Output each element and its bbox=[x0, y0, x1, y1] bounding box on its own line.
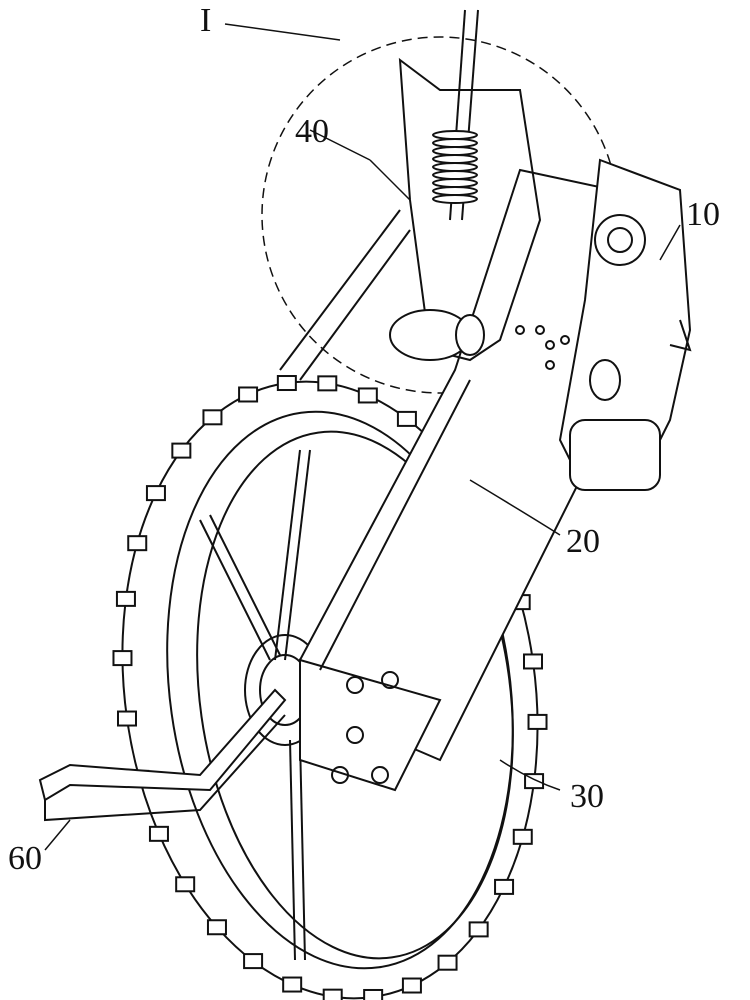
tread-lug bbox=[495, 880, 513, 894]
tread-lug bbox=[176, 877, 194, 891]
tread-lug bbox=[359, 388, 377, 402]
label-40: 40 bbox=[295, 115, 329, 149]
tread-lug bbox=[403, 979, 421, 993]
tread-lug bbox=[208, 920, 226, 934]
tread-lug bbox=[147, 486, 165, 500]
spring-coil bbox=[433, 139, 477, 147]
tread-lug bbox=[364, 990, 382, 1000]
tread-lug bbox=[470, 922, 488, 936]
label-detail-I: I bbox=[200, 4, 211, 38]
tread-lug bbox=[203, 410, 221, 424]
label-60: 60 bbox=[8, 842, 42, 876]
tread-lug bbox=[524, 654, 542, 668]
spring-coil bbox=[433, 131, 477, 139]
tread-lug bbox=[439, 956, 457, 970]
tread-lug bbox=[172, 444, 190, 458]
tread-lug bbox=[239, 387, 257, 401]
tread-lug bbox=[514, 830, 532, 844]
spring-coil bbox=[433, 187, 477, 195]
spring-coil bbox=[433, 179, 477, 187]
spring-coil bbox=[433, 163, 477, 171]
tread-lug bbox=[118, 712, 136, 726]
tread-lug bbox=[244, 954, 262, 968]
tread-lug bbox=[398, 412, 416, 426]
spring-coil bbox=[433, 147, 477, 155]
tread-lug bbox=[113, 651, 131, 665]
label-20: 20 bbox=[566, 525, 600, 559]
spring-coil bbox=[433, 171, 477, 179]
spring-coil bbox=[433, 195, 477, 203]
leader-I bbox=[225, 24, 340, 40]
tread-lug bbox=[278, 376, 296, 390]
spring-coil bbox=[433, 155, 477, 163]
tread-lug bbox=[128, 536, 146, 550]
label-10: 10 bbox=[686, 198, 720, 232]
label-30: 30 bbox=[570, 780, 604, 814]
tread-lug bbox=[283, 978, 301, 992]
tread-lug bbox=[324, 990, 342, 1000]
tread-lug bbox=[318, 376, 336, 390]
tread-lug bbox=[529, 715, 547, 729]
tread-lug bbox=[150, 827, 168, 841]
tread-lug bbox=[117, 592, 135, 606]
